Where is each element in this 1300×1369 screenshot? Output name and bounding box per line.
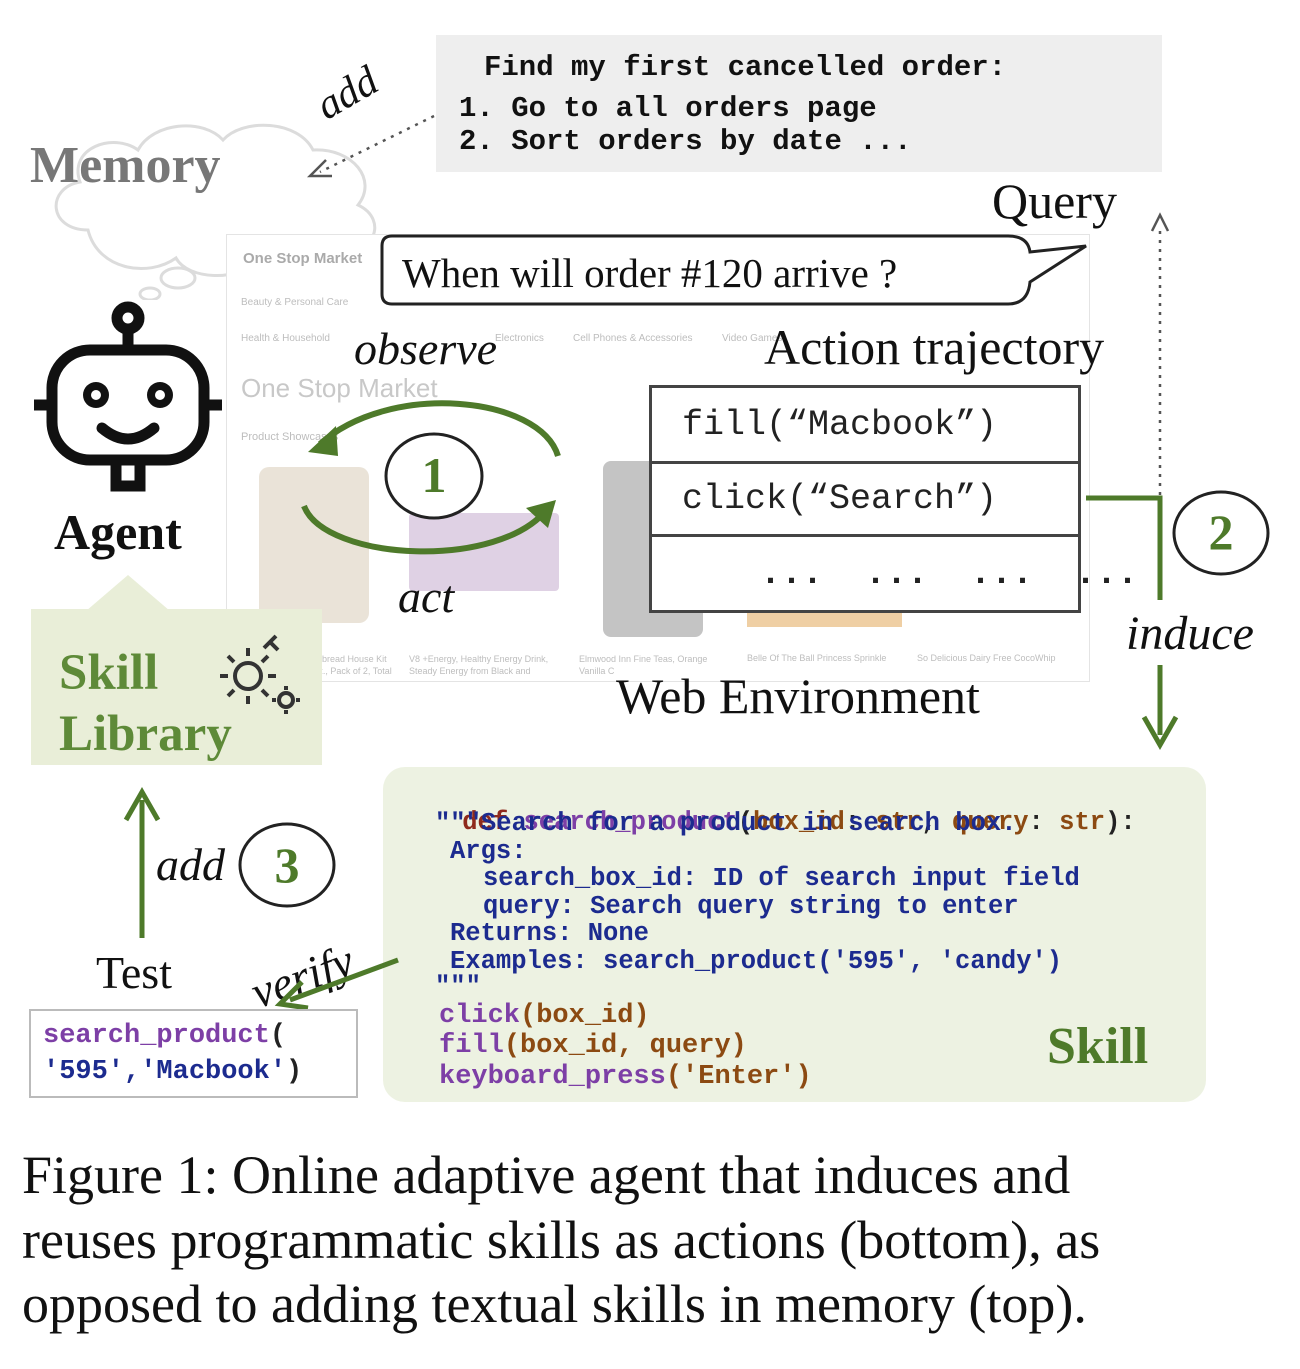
code-signature: def search_product(box_id: str, query: s… [401, 779, 1136, 866]
product-image-gingerbread [259, 467, 369, 623]
memory-instruction-box: Find my first cancelled order: 1. Go to … [436, 35, 1162, 172]
trajectory-row-fill: fill(“Macbook”) [649, 385, 1081, 464]
code-call-fn: click [439, 1001, 521, 1031]
nav-item-health: Health & Household [241, 333, 330, 344]
step-3-number: 3 [274, 837, 300, 893]
code-docstring-line: """Search for a product in search box. [435, 809, 1017, 838]
code-docstring-close: """ [435, 972, 481, 1001]
step-1-number: 1 [421, 447, 447, 503]
agent-label: Agent [54, 504, 182, 560]
memory-instruction-title: Find my first cancelled order: [484, 51, 1007, 84]
test-fn-name: search_product [43, 1021, 270, 1051]
add-to-memory-arrow [306, 114, 435, 178]
act-label: act [398, 571, 455, 622]
verify-arrow [274, 957, 399, 1011]
code-call-args: (box_id, query) [503, 1031, 747, 1061]
code-call-fn: keyboard_press [439, 1062, 666, 1092]
product-caption: V8 +Energy, Healthy Energy Drink, Steady… [409, 654, 549, 676]
test-close-paren: ) [286, 1057, 303, 1087]
skill-label: Skill [1047, 1018, 1149, 1075]
nav-item-video-games: Video Games [722, 333, 783, 344]
skill-library-label: Skill Library [59, 645, 232, 762]
trajectory-row-click: click(“Search”) [649, 461, 1081, 537]
code-docstring-line: Returns: None [450, 919, 649, 948]
step-3-circle [238, 822, 336, 908]
code-call-fill: fill(box_id, query) [439, 1031, 747, 1061]
memory-label: Memory [30, 137, 221, 194]
product-caption: Elmwood Inn Fine Teas, Orange Vanilla C [579, 654, 708, 676]
add-to-library-arrow [123, 786, 161, 938]
step-1-circle [384, 432, 484, 520]
induce-connector [1086, 212, 1179, 751]
product-image-sprinkle [747, 613, 902, 627]
code-docstring-line: Examples: search_product('595', 'candy') [450, 947, 1063, 976]
query-text: When will order #120 arrive ? [402, 250, 898, 296]
section-heading: Product Showcases [241, 431, 339, 443]
test-open-paren: ( [269, 1021, 287, 1051]
skill-code-box: def search_product(box_id: str, query: s… [383, 767, 1206, 1102]
code-call-click: click(box_id) [439, 1001, 650, 1031]
test-label: Test [96, 947, 172, 998]
code-docstring-line: query: Search query string to enter [483, 892, 1019, 921]
code-colon: : [1028, 808, 1044, 837]
robot-icon [34, 301, 222, 492]
nav-item-beauty: Beauty & Personal Care [241, 297, 349, 308]
code-call-args: ('Enter') [665, 1062, 812, 1092]
step-2-circle [1172, 490, 1270, 576]
code-colon: : [844, 808, 861, 837]
nav-item-electronics: Electronics [495, 333, 544, 344]
skill-library-pointer [86, 575, 170, 611]
code-def-keyword: def [462, 808, 509, 837]
product-caption: So Delicious Dairy Free CocoWhip [917, 653, 1056, 663]
store-heading: One Stop Market [241, 373, 438, 403]
code-param-box-id: box_id [753, 808, 845, 837]
code-function-name: search_product [523, 808, 738, 837]
test-args: '595','Macbook' [43, 1057, 287, 1087]
test-call-line-1: search_product( [43, 1021, 286, 1051]
add-bottom-label: add [156, 839, 225, 890]
code-open-paren: ( [737, 808, 754, 837]
gears-icon [220, 634, 300, 714]
trajectory-row-ellipsis: ... ... ... ... [649, 534, 1138, 613]
memory-instruction-step-1: 1. Go to all orders page [459, 92, 877, 125]
induce-label: induce [1126, 607, 1254, 660]
query-speech-bubble [380, 234, 1087, 306]
memory-instruction-step-2: 2. Sort orders by date ... [459, 125, 912, 158]
code-docstring-line: search_box_id: ID of search input field [483, 864, 1080, 893]
observe-act-cycle-arrows [301, 400, 561, 555]
test-call-box: search_product( '595','Macbook') [29, 1009, 358, 1098]
code-call-keyboard-press: keyboard_press('Enter') [439, 1062, 812, 1092]
store-logo: One Stop Market [243, 250, 363, 267]
code-docstring-line: Args: [450, 837, 527, 866]
step-2-number: 2 [1208, 504, 1234, 560]
product-caption: Belle Of The Ball Princess Sprinkle [747, 653, 887, 663]
code-type-str: str [1059, 808, 1106, 837]
code-call-args: (box_id) [520, 1001, 650, 1031]
test-call-line-2: '595','Macbook') [43, 1057, 302, 1087]
code-comma: , [921, 808, 937, 837]
figure-caption-line-2: reuses programmatic skills as actions (b… [22, 1210, 1101, 1270]
code-call-fn: fill [439, 1031, 504, 1061]
skill-library: Skill Library [31, 609, 322, 765]
figure-caption-line-3: opposed to adding textual skills in memo… [22, 1274, 1087, 1334]
code-type-str: str [875, 808, 922, 837]
trajectory-title: Action trajectory [764, 319, 1105, 375]
query-label: Query [992, 173, 1117, 229]
observe-label: observe [354, 323, 498, 374]
code-param-query: query [952, 808, 1029, 837]
figure-caption-line-1: Figure 1: Online adaptive agent that ind… [22, 1145, 1071, 1205]
nav-item-cell-phones: Cell Phones & Accessories [573, 333, 693, 344]
web-environment-label: Web Environment [616, 668, 980, 724]
code-close-signature: ): [1105, 808, 1136, 837]
